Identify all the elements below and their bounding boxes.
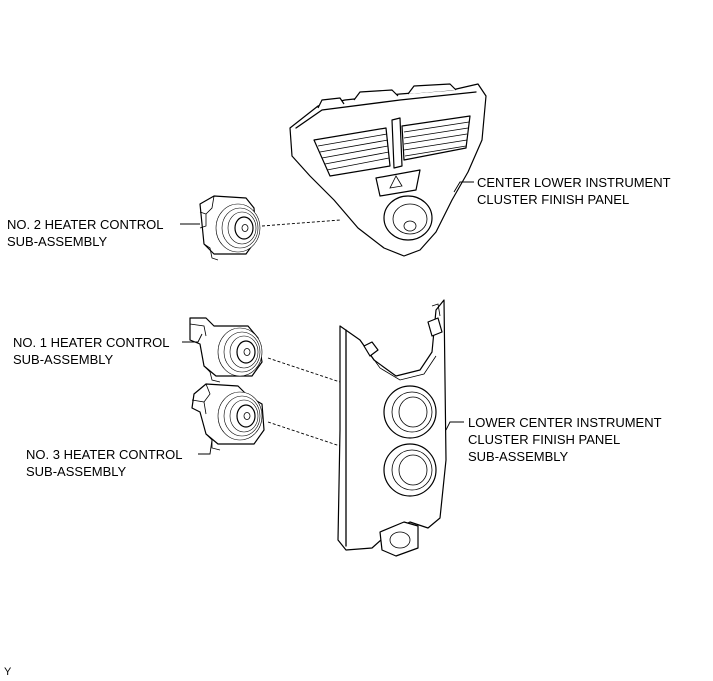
- no1-leader-line: [182, 333, 203, 343]
- center-lower-finish-panel-label: CENTER LOWER INSTRUMENT CLUSTER FINISH P…: [477, 174, 671, 208]
- no3-heater-control-drawing: [191, 383, 265, 451]
- no1-heater-control-label: NO. 1 HEATER CONTROL SUB-ASSEMBLY: [13, 334, 170, 368]
- no2-connection-line: [261, 219, 341, 227]
- lower-center-label-line1: LOWER CENTER INSTRUMENT: [468, 415, 662, 430]
- center-lower-finish-panel-drawing: [289, 83, 487, 257]
- no1-label-line2: SUB-ASSEMBLY: [13, 352, 114, 367]
- corner-mark: Y: [4, 666, 12, 678]
- no2-label-line1: NO. 2 HEATER CONTROL: [7, 217, 164, 232]
- no3-label-line2: SUB-ASSEMBLY: [26, 464, 127, 479]
- lower-center-label-line3: SUB-ASSEMBLY: [468, 449, 569, 464]
- no1-label-line1: NO. 1 HEATER CONTROL: [13, 335, 170, 350]
- center-lower-label-line1: CENTER LOWER INSTRUMENT: [477, 175, 671, 190]
- center-lower-leader-line: [453, 181, 474, 193]
- no2-heater-control-drawing: [199, 195, 261, 261]
- no3-heater-control-label: NO. 3 HEATER CONTROL SUB-ASSEMBLY: [26, 446, 183, 480]
- no2-label-line2: SUB-ASSEMBLY: [7, 234, 108, 249]
- no3-connection-line: [267, 421, 341, 447]
- lower-center-finish-panel-label: LOWER CENTER INSTRUMENT CLUSTER FINISH P…: [468, 414, 662, 465]
- lower-center-leader-line: [445, 421, 464, 431]
- no2-heater-control-label: NO. 2 HEATER CONTROL SUB-ASSEMBLY: [7, 216, 164, 250]
- lower-center-label-line2: CLUSTER FINISH PANEL: [468, 432, 621, 447]
- no1-connection-line: [267, 357, 341, 383]
- lower-center-finish-panel-drawing: [337, 299, 447, 557]
- center-lower-label-line2: CLUSTER FINISH PANEL: [477, 192, 630, 207]
- no3-leader-line: [198, 439, 213, 455]
- no3-label-line1: NO. 3 HEATER CONTROL: [26, 447, 183, 462]
- no1-heater-control-drawing: [189, 317, 263, 383]
